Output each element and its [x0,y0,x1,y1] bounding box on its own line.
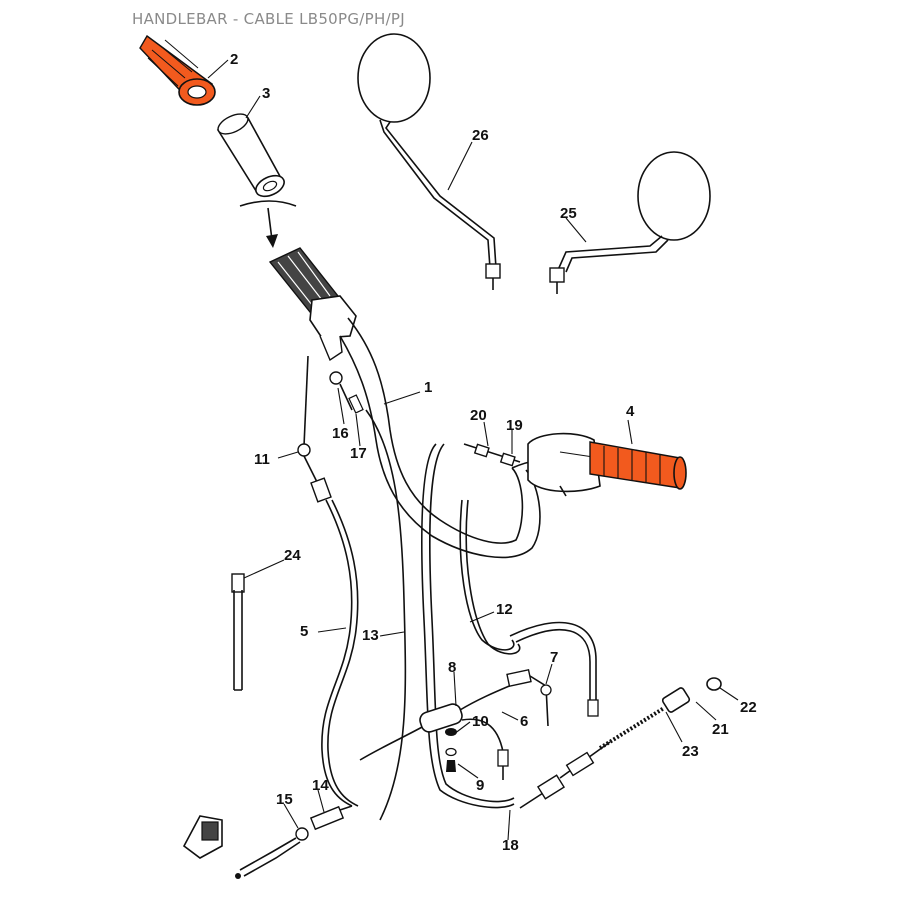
label-1: 1 [424,379,432,396]
mirror-left[interactable] [357,33,501,290]
part-labels: 2 3 26 25 4 1 20 19 11 16 17 24 5 13 12 … [230,51,757,854]
label-10: 10 [472,713,489,730]
label-6: 6 [520,713,528,730]
parts-14-15[interactable] [235,805,353,879]
label-22: 22 [740,699,757,716]
parts-16-17[interactable] [329,371,364,414]
label-23: 23 [682,743,699,760]
part-24[interactable] [231,573,245,691]
label-13: 13 [362,627,379,644]
cable-18[interactable] [420,443,515,809]
grip-left-installed [268,247,357,362]
label-3: 3 [262,85,270,102]
leader-lines [207,59,739,841]
label-5: 5 [300,623,308,640]
diagram-title: HANDLEBAR - CABLE LB50PG/PH/PJ [132,10,406,28]
label-11: 11 [254,451,270,468]
label-21: 21 [712,721,729,738]
label-17: 17 [350,445,367,462]
label-2: 2 [230,51,238,68]
bracket [182,815,223,859]
cable-5[interactable] [297,355,359,807]
label-7: 7 [550,649,558,666]
cable-12[interactable] [459,499,599,717]
grip-left[interactable] [139,34,216,106]
label-19: 19 [506,417,523,434]
handlebar[interactable] [339,317,561,559]
label-20: 20 [470,407,487,424]
fittings-19-20[interactable] [463,443,521,467]
label-26: 26 [472,127,489,144]
label-8: 8 [448,659,456,676]
label-9: 9 [476,777,484,794]
grip-right[interactable] [527,432,687,497]
label-15: 15 [276,791,293,808]
label-16: 16 [332,425,349,442]
assembly-arrow [239,200,297,248]
parts-9-10[interactable] [445,728,457,772]
junction-8[interactable] [359,669,552,780]
label-4: 4 [626,403,635,420]
label-14: 14 [312,777,329,794]
mirror-right[interactable] [549,151,711,294]
cable-23[interactable] [519,677,722,809]
cable-13[interactable] [365,409,407,821]
label-12: 12 [496,601,513,618]
label-18: 18 [502,837,519,854]
label-25: 25 [560,205,577,222]
label-24: 24 [284,547,301,564]
grip-sleeve[interactable] [215,110,287,201]
